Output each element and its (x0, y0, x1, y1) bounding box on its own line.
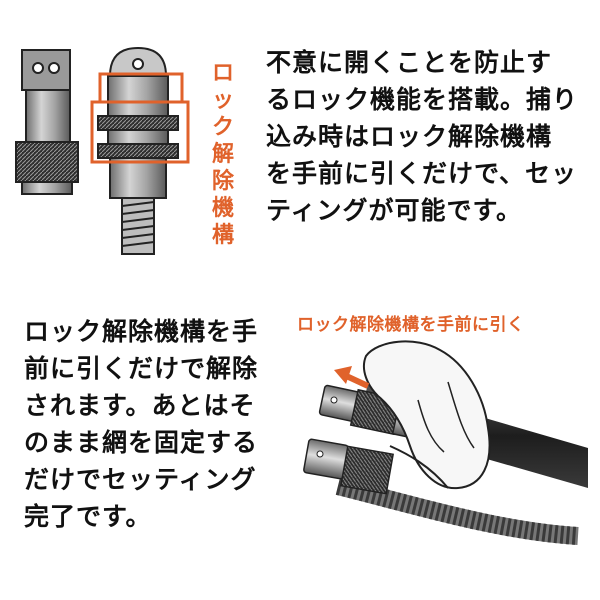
label-char: ク (211, 115, 234, 140)
text-line: されます。あとはそ (24, 391, 256, 420)
text-line: 完了です。 (24, 502, 152, 531)
label-char: 解 (211, 142, 234, 167)
text-line: を手前に引くだけで、セッ (266, 159, 578, 188)
text-line: 込み時はロック解除機構 (266, 122, 553, 151)
lock-mechanism-illustration (15, 46, 190, 255)
text-line: るロック機能を搭載。捕り (266, 85, 579, 114)
top-description: 不意に開くことを防止す るロック機能を搭載。捕り 込み時はロック解除機構 を手前… (266, 44, 578, 229)
text-line: ロック解除機構を手 (24, 317, 259, 346)
text-line: 不意に開くことを防止す (266, 48, 553, 77)
label-char: 機 (211, 196, 234, 221)
label-char: 除 (211, 169, 234, 194)
lock-release-label: ロ ッ ク 解 除 機 構 (206, 60, 240, 249)
text-line: だけでセッティング (24, 465, 257, 494)
hand-pull-photo (303, 340, 588, 545)
label-char: ロ (211, 61, 234, 86)
label-char: 構 (211, 223, 234, 248)
text-line: 前に引くだけで解除 (24, 354, 259, 383)
bottom-description: ロック解除機構を手 前に引くだけで解除 されます。あとはそ のまま網を固定する … (24, 313, 258, 535)
label-char: ッ (211, 88, 234, 113)
text-line: のまま網を固定する (24, 428, 259, 457)
photo-caption: ロック解除機構を手前に引く (297, 315, 525, 335)
text-line: ティングが可能です。 (266, 196, 523, 225)
